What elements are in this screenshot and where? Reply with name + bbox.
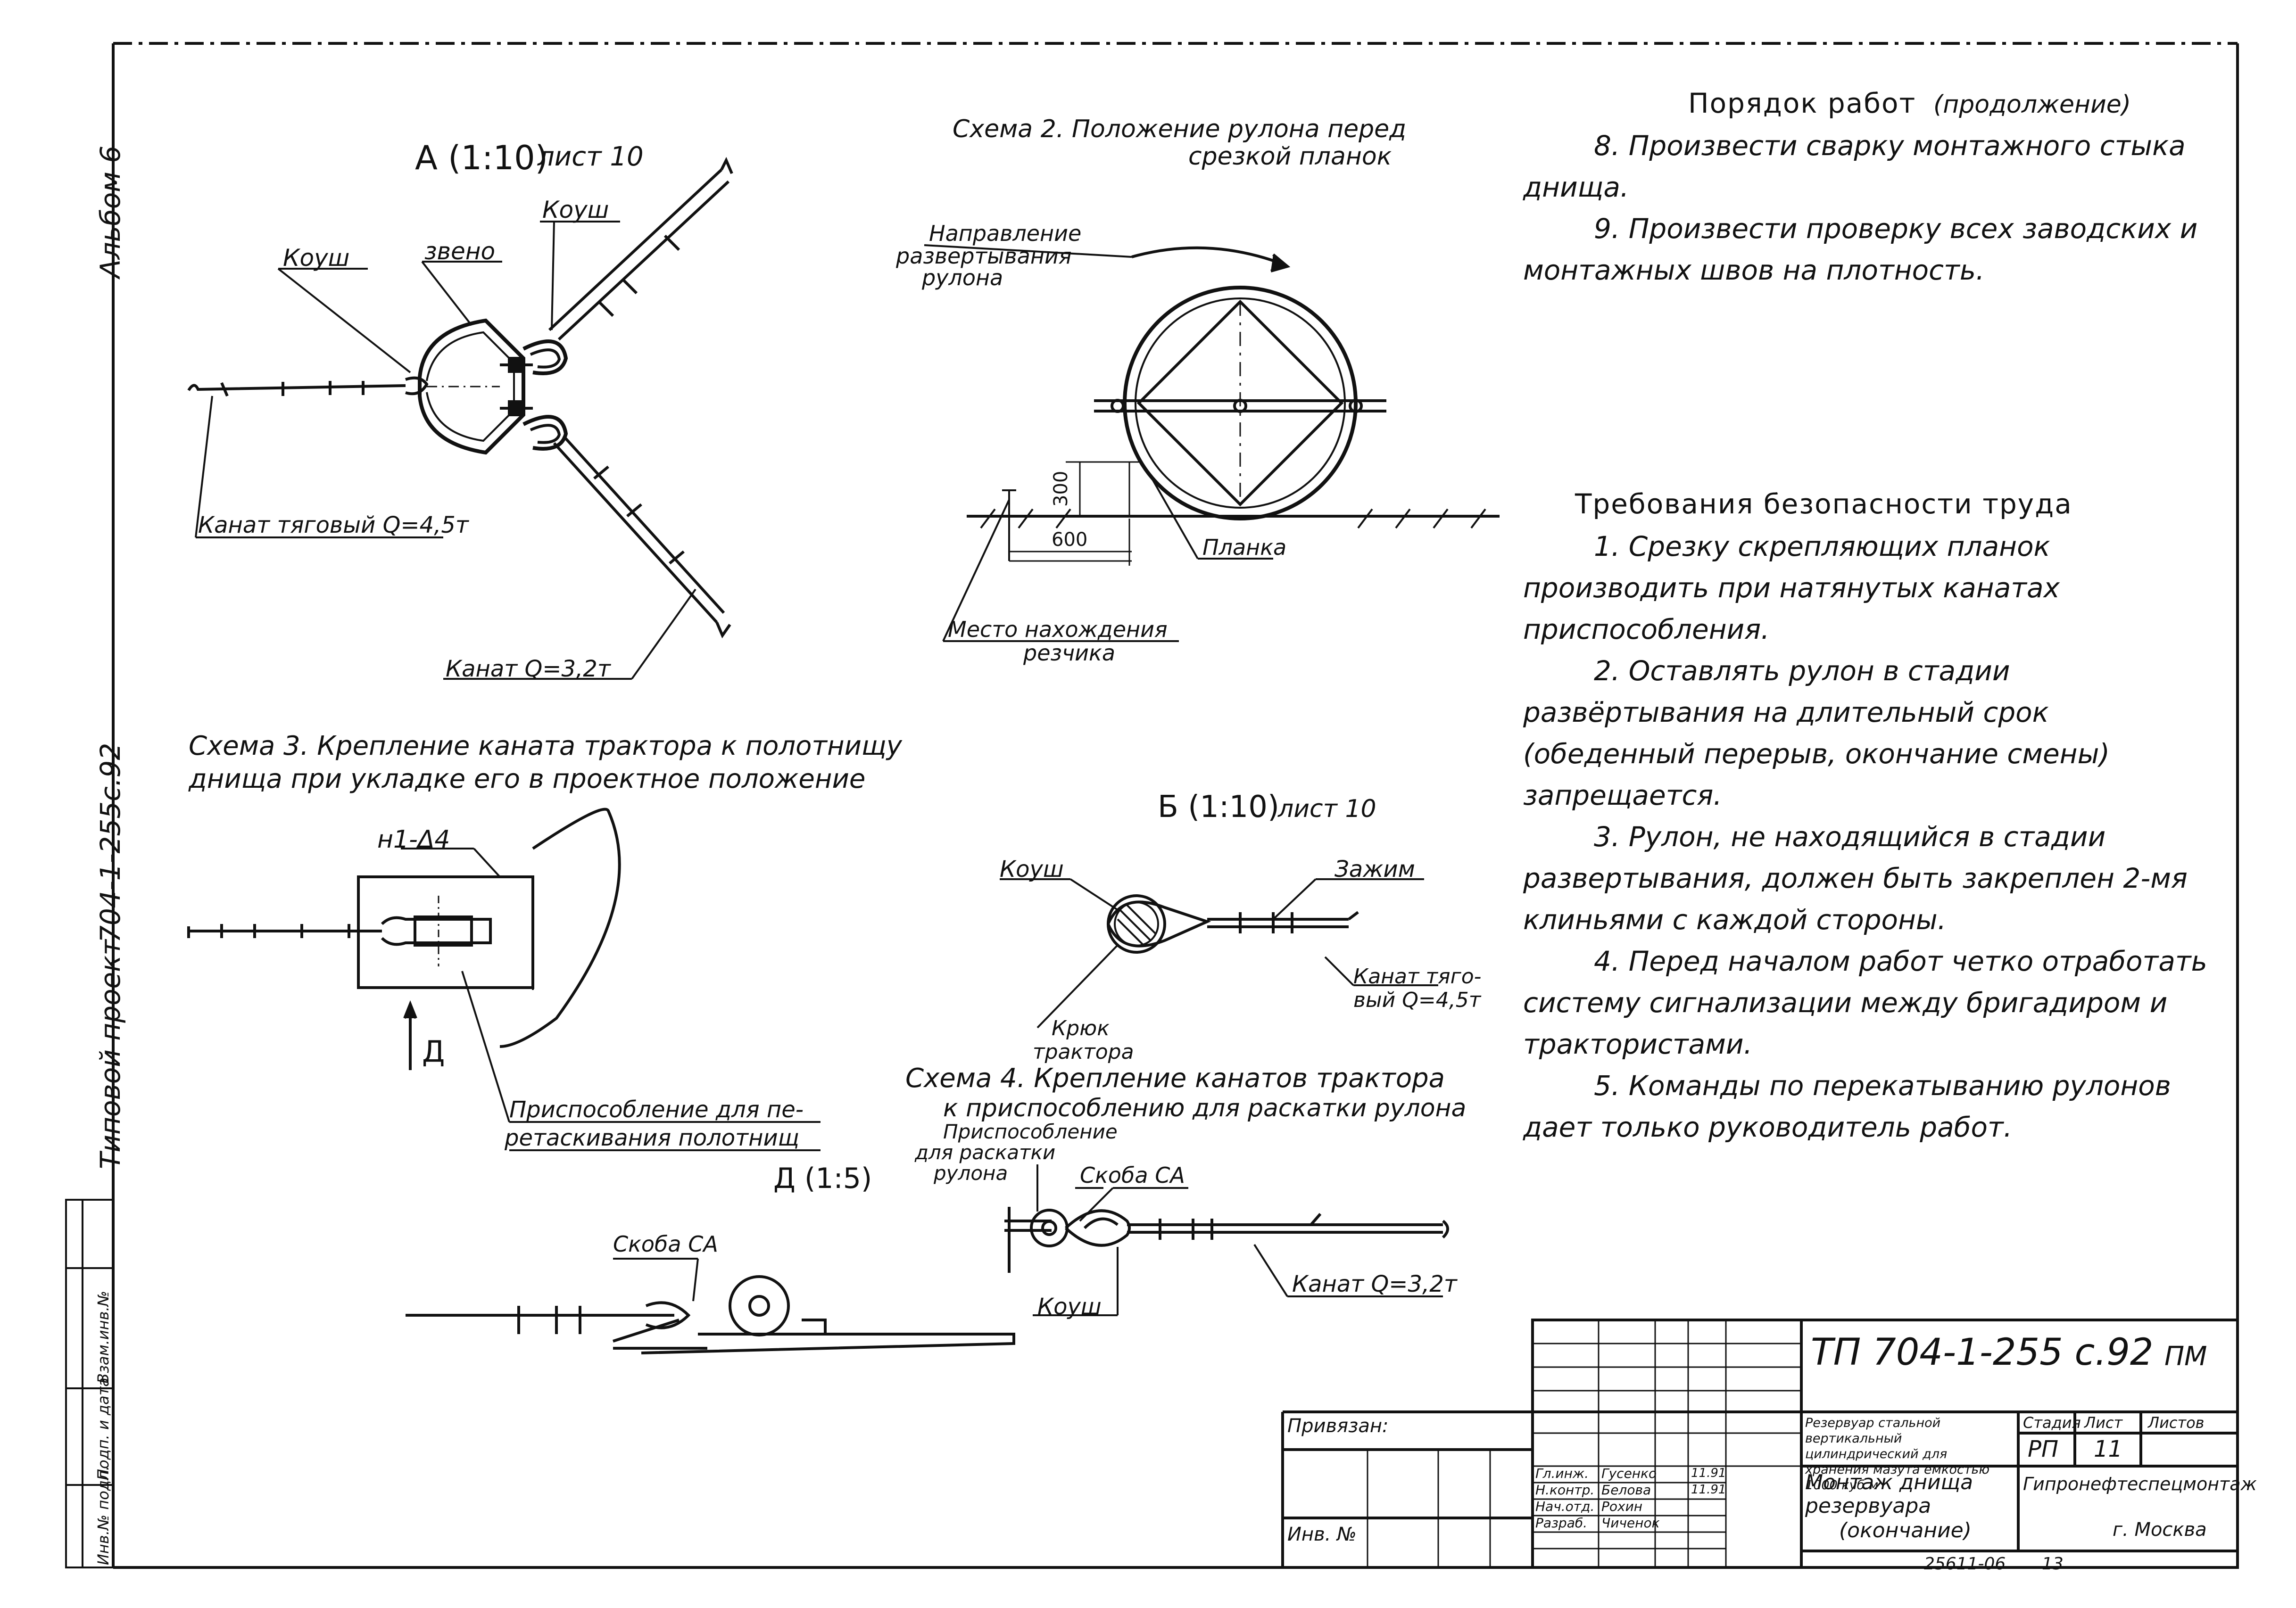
scheme4-device: Приспособление: [943, 1120, 1118, 1143]
scheme4-device2: для раскатки: [915, 1141, 1056, 1164]
bottom-code: 25611-06: [1924, 1554, 2006, 1574]
stage-code: ПМ: [2164, 1341, 2207, 1372]
scheme4-device3: рулона: [934, 1162, 1008, 1185]
org-city: г. Москва: [2113, 1519, 2207, 1541]
view-d-title: Д (1:5): [773, 1162, 872, 1195]
stamp-col-3: Взам.инв.№: [94, 1291, 112, 1384]
view-a-koush-left: Коуш: [283, 244, 350, 272]
scheme3-title2: днища при укладке его в проектное положе…: [189, 764, 866, 794]
inv-label: Инв. №: [1287, 1524, 1357, 1545]
view-a-drawing: [187, 157, 733, 680]
safety-item-4: 4. Перед началом работ четко отработать …: [1523, 945, 2207, 1060]
view-a-zveno: звено: [424, 238, 496, 265]
order-title: Порядок работ: [1688, 87, 1916, 119]
stage-value: РП: [2028, 1436, 2059, 1462]
title-block-grid: [1281, 1319, 2239, 1569]
scheme-4-drawing: [1004, 1164, 1449, 1316]
name-3: Рохин: [1601, 1499, 1643, 1514]
name-1: Гусенко: [1601, 1466, 1657, 1481]
doc-code: ТП 704-1-255 с.92: [1811, 1331, 2154, 1374]
scheme2-direction3: рулона: [922, 265, 1003, 290]
scheme4-koush: Коуш: [1037, 1294, 1102, 1320]
album-label: Альбом 6: [94, 145, 126, 278]
scheme2-title2: срезкой планок: [1188, 142, 1392, 171]
view-b-zazhim: Зажим: [1334, 856, 1415, 882]
scheme2-mesto: Место нахождения: [948, 617, 1168, 642]
view-b-koush: Коуш: [1000, 856, 1064, 882]
date-1: 11.91: [1691, 1466, 1726, 1480]
org-name: Гипронефтеспецмонтаж: [2023, 1474, 2257, 1494]
order-item-8: 8. Произвести сварку монтажного стыка дн…: [1523, 130, 2186, 203]
safety-item-2: 2. Оставлять рулон в стадии развёртывани…: [1523, 655, 2110, 811]
privyazan-label: Привязан:: [1287, 1415, 1389, 1437]
scheme3-title: Схема 3. Крепление каната трактора к пол…: [189, 731, 902, 761]
date-2: 11.91: [1691, 1483, 1726, 1497]
view-b-kanat2: вый Q=4,5т: [1353, 988, 1481, 1012]
view-b-kanat: Канат тяго-: [1353, 965, 1482, 989]
role-2: Н.контр.: [1535, 1482, 1595, 1498]
view-d-skoba: Скоба СА: [613, 1231, 718, 1257]
stamp-col-1: Инв.№ подл.: [94, 1466, 112, 1565]
scheme2-direction: Направление: [929, 221, 1082, 246]
bottom-num: 13: [2042, 1554, 2064, 1574]
view-b-sheet: лист 10: [1278, 795, 1376, 823]
order-continued: (продолжение): [1933, 91, 2131, 119]
sheet-title-2: (окончание): [1839, 1518, 1972, 1542]
scheme4-title2: к приспособлению для раскатки рулона: [943, 1094, 1467, 1122]
project-label: Типовой проект: [94, 939, 126, 1169]
lists-header: Листов: [2148, 1414, 2205, 1432]
safety-item-3: 3. Рулон, не находящийся в стадии развер…: [1523, 821, 2188, 936]
list-header: Лист: [2084, 1414, 2123, 1432]
scheme-2-drawing: [924, 244, 1500, 642]
role-3: Нач.отд.: [1535, 1499, 1595, 1514]
scheme2-dim-300: 300: [1050, 470, 1072, 507]
scheme3-device: Приспособление для пе-: [509, 1097, 804, 1123]
scheme2-mesto2: резчика: [1023, 640, 1116, 666]
view-b-kryuk: Крюк: [1052, 1016, 1110, 1040]
name-4: Чиченок: [1601, 1515, 1660, 1531]
view-a-kanat-32: Канат Q=3,2т: [446, 656, 611, 682]
side-stamp: [65, 1199, 114, 1568]
sheet-title: Монтаж днища резервуара: [1805, 1470, 1973, 1518]
project-code: 704-1-255с.92: [94, 742, 126, 943]
safety-item-1: 1. Срезку скрепляющих планок производить…: [1523, 530, 2060, 645]
stamp-col-2: Подп. и дата: [94, 1377, 112, 1480]
scheme2-dim-600: 600: [1052, 529, 1088, 551]
scheme4-kanat: Канат Q=3,2т: [1292, 1271, 1457, 1297]
scheme3-view-mark: Д: [422, 1034, 445, 1069]
view-b-drawing: [1000, 878, 1438, 1029]
scheme2-title: Схема 2. Положение рулона перед: [953, 115, 1407, 143]
scheme4-title: Схема 4. Крепление канатов трактора: [905, 1063, 1445, 1094]
safety-items: 1. Срезку скрепляющих планок производить…: [1523, 526, 2212, 1148]
view-a-title: А (1:10): [415, 139, 548, 177]
view-a-kanat-tyag: Канат тяговый Q=4,5т: [198, 512, 469, 538]
order-items: 8. Произвести сварку монтажного стыка дн…: [1523, 125, 2212, 291]
view-b-title: Б (1:10): [1158, 790, 1279, 825]
scheme3-device2: ретаскивания полотнищ: [505, 1125, 799, 1151]
scheme2-planka: Планка: [1202, 535, 1287, 560]
object-name: Резервуар стальной вертикальный цилиндри…: [1805, 1416, 1990, 1493]
order-item-9: 9. Произвести проверку всех заводских и …: [1523, 213, 2198, 286]
role-4: Разраб.: [1535, 1515, 1588, 1531]
view-a-koush-top: Коуш: [542, 196, 609, 223]
scheme4-skoba: Скоба СА: [1080, 1163, 1185, 1188]
scheme3-weld: н1-Δ4: [377, 825, 450, 854]
scheme-3-drawing: [187, 808, 821, 1151]
stage-header: Стадия: [2023, 1414, 2081, 1432]
safety-item-5: 5. Команды по перекатыванию рулонов дает…: [1523, 1070, 2171, 1143]
scheme2-direction2: развертывания: [896, 243, 1072, 269]
view-d-drawing: [406, 1258, 1015, 1354]
list-value: 11: [2094, 1436, 2123, 1462]
role-1: Гл.инж.: [1535, 1466, 1589, 1481]
safety-title: Требования безопасности труда: [1575, 488, 2072, 520]
view-b-kryuk2: трактора: [1033, 1040, 1134, 1064]
name-2: Белова: [1601, 1482, 1651, 1498]
view-a-sheet: лист 10: [538, 141, 644, 172]
